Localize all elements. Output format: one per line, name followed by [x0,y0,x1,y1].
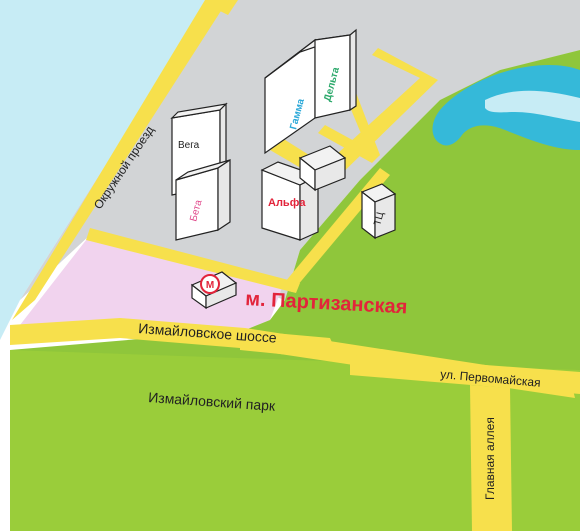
label-alfa: Альфа [268,197,306,209]
label-tc: ТЦ [372,210,386,226]
parking-divider [318,125,380,163]
pond-inner [485,90,580,122]
parking-frame-outer [270,48,438,185]
road-glavnaya [470,385,512,531]
metro-icon [200,274,220,294]
building-annex[interactable] [298,145,347,192]
building-tc[interactable] [360,183,397,240]
road-pervomayskaya [350,355,580,394]
label-road-glavnaya: Главная аллея [483,417,497,500]
road-izmaylovskoe [10,318,575,398]
road-junction [240,330,340,360]
metro-pavilion[interactable]: M [190,271,238,310]
road-top-stub [218,0,238,15]
road-inner-access [86,228,300,293]
park-area-south [10,350,580,531]
metro-symbol: M [206,280,214,291]
building-beta[interactable] [175,158,231,241]
building-delta[interactable] [314,28,357,119]
label-vega: Вега [178,140,200,151]
water-area [0,0,210,340]
road-okruzhnoy [12,0,228,320]
metro-zone [20,235,285,340]
